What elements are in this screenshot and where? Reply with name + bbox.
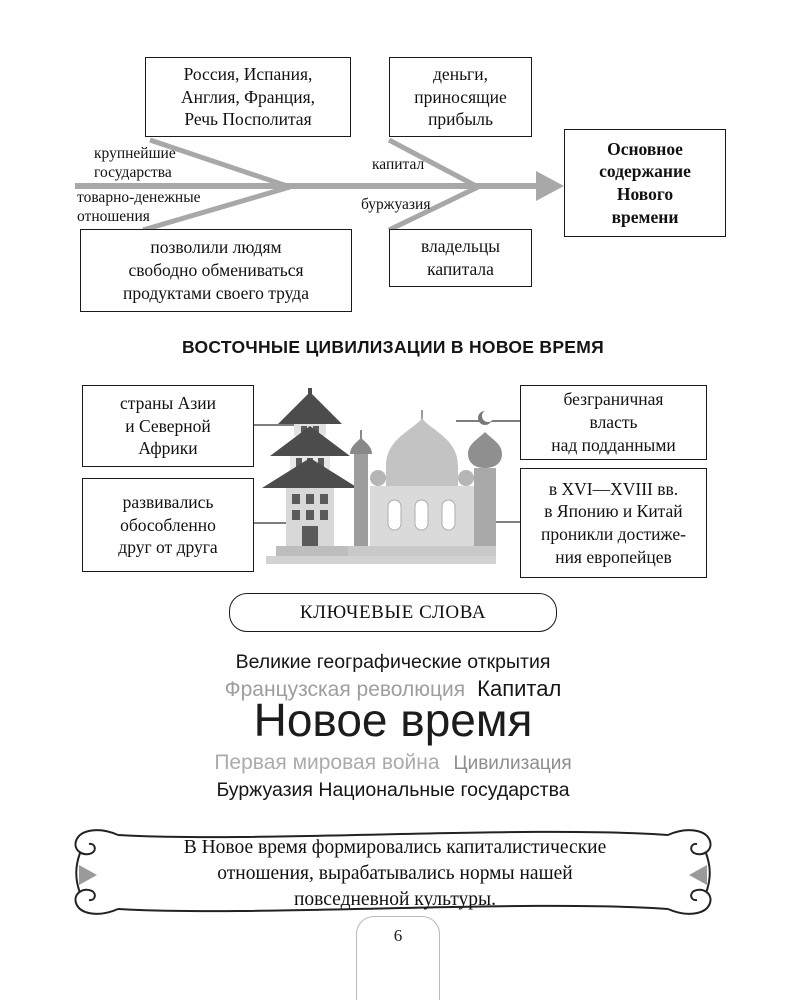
ground-base bbox=[266, 556, 496, 564]
fishbone-box-exchange: позволили людям свободно обмениваться пр… bbox=[80, 229, 352, 312]
fishbone-box-result: Основное содержание Нового времени bbox=[564, 129, 726, 237]
keywords-title: КЛЮЧЕВЫЕ СЛОВА bbox=[299, 601, 487, 623]
keyword-civilization: Цивилизация bbox=[453, 753, 572, 774]
fishbone-box-money: деньги, приносящие прибыль bbox=[389, 57, 532, 137]
keyword-new-time: Новое время bbox=[253, 694, 533, 746]
keyword-line-bourgeoisie-states: Буржуазия Национальные государства bbox=[216, 779, 570, 801]
fishbone-label-commodity-money: товарно-денежные отношения bbox=[77, 189, 201, 225]
eastern-buildings-illustration bbox=[262, 388, 502, 564]
keyword-capital: Капитал bbox=[477, 676, 562, 701]
summary-text: В Новое время формировались капиталистич… bbox=[183, 837, 607, 911]
pagoda-icon bbox=[262, 388, 358, 556]
fishbone-box-states: Россия, Испания, Англия, Франция, Речь П… bbox=[145, 57, 351, 137]
keyword-line-revolution-capital: Французская революция Капитал bbox=[0, 676, 786, 702]
crescent-icon bbox=[478, 410, 494, 425]
east-box-asia-africa: страны Азии и Северной Африки bbox=[82, 385, 254, 467]
keyword-french-revolution: Французская революция bbox=[224, 678, 466, 701]
keyword-line-discoveries: Великие географические открытия bbox=[235, 651, 551, 673]
page-number: 6 bbox=[393, 926, 403, 945]
fishbone-box-owners: владельцы капитала bbox=[389, 229, 532, 287]
east-box-isolated: развивались обособленно друг от друга bbox=[82, 478, 254, 572]
east-section-title: ВОСТОЧНЫЕ ЦИВИЛИЗАЦИИ В НОВОЕ ВРЕМЯ bbox=[181, 337, 605, 357]
fishbone-label-bourgeoisie: буржуазия bbox=[361, 196, 431, 213]
page-number-tab: 6 bbox=[356, 916, 440, 1000]
keywords-title-box: КЛЮЧЕВЫЕ СЛОВА bbox=[229, 593, 557, 632]
keyword-world-war: Первая мировая война bbox=[214, 751, 440, 774]
fishbone-label-capital: капитал bbox=[372, 156, 425, 173]
keyword-line-war-civilization: Первая мировая война Цивилизация bbox=[0, 751, 786, 775]
fishbone-label-largest-states: крупнейшие государства bbox=[94, 145, 176, 181]
mosque-icon bbox=[348, 410, 502, 556]
east-box-european-achievements: в XVI—XVIII вв. в Японию и Китай проникл… bbox=[520, 468, 707, 578]
east-box-unlimited-power: безграничная власть над подданными bbox=[520, 385, 707, 460]
